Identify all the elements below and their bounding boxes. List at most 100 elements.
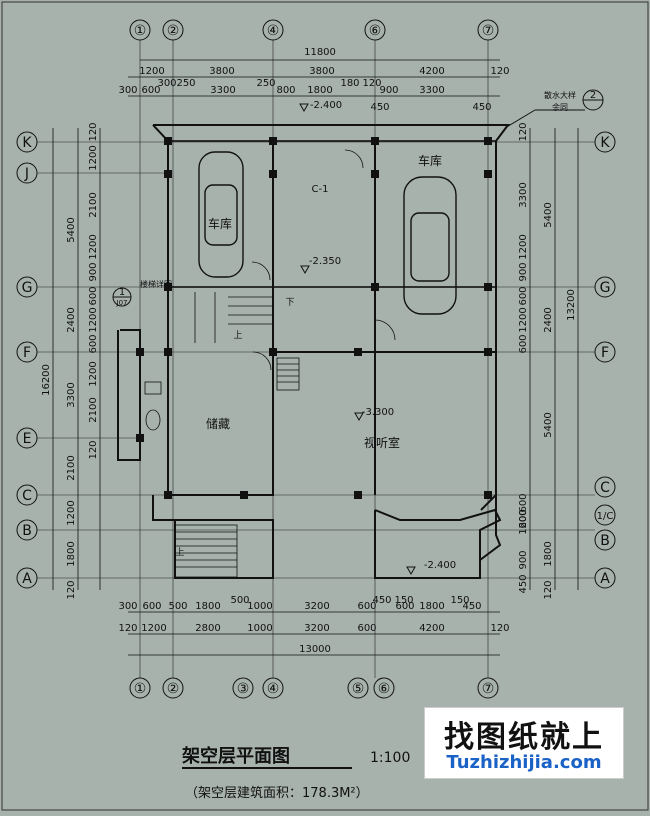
door-swings — [251, 149, 396, 371]
dim-right-inner-1: 3300 — [518, 182, 529, 207]
label-up-2: 上 — [175, 547, 184, 558]
axis-top-6: ⑥ — [369, 23, 382, 39]
level-top: -2.400 — [310, 100, 342, 111]
dim-top-r2-4: 120 — [490, 66, 509, 77]
dim-left-outer-5: 1800 — [66, 541, 77, 566]
note-top-right: 散水大样 余同 2 — [504, 89, 604, 129]
dim-bot-r1-8: 450 — [372, 595, 391, 606]
dim-top-r2-3: 4200 — [419, 66, 444, 77]
room-av: 视听室 — [364, 435, 400, 450]
dim-right-inner-5: 1200 — [518, 307, 529, 332]
dim-bot-r1-3: 1800 — [195, 601, 220, 612]
dim-top-total: 11800 — [304, 47, 336, 58]
dim-bot-r1-4: 500 — [230, 595, 249, 606]
dim-bot-r1-11: 1800 — [419, 601, 444, 612]
axis-bottom-1: ① — [134, 681, 147, 697]
dim-right-outer-2: 5400 — [543, 412, 554, 437]
dim-left-inner-8: 1200 — [88, 361, 99, 386]
car-right-icon — [403, 176, 457, 315]
dim-bot-r1-10: 600 — [395, 601, 414, 612]
dim-left-inner-1: 1200 — [88, 145, 99, 170]
columns — [136, 137, 492, 499]
stairs-lower — [174, 524, 238, 578]
stairs-middle — [276, 357, 300, 391]
level-markers — [299, 103, 416, 576]
dim-left-inner-2: 2100 — [88, 192, 99, 217]
axis-top-2: ② — [167, 23, 180, 39]
axis-bubbles-bottom — [129, 677, 499, 699]
dim-left-outer-1: 2400 — [66, 307, 77, 332]
detail-ref-sheet: J07 — [116, 299, 128, 307]
label-up: 上 — [233, 330, 242, 341]
dim-top-r3-12: 450 — [472, 102, 491, 113]
dim-lines-right — [529, 128, 579, 590]
dim-bot-r2-7: 120 — [490, 623, 509, 634]
room-garage-left: 车库 — [208, 216, 232, 231]
axis-lines — [37, 40, 595, 678]
axis-bottom-5: ⑤ — [352, 681, 365, 697]
dim-right-inner-7: 600 — [518, 493, 529, 512]
dim-left-inner-7: 600 — [88, 334, 99, 353]
axis-left-C: C — [22, 488, 32, 504]
axis-right-B: B — [600, 533, 610, 549]
dim-bot-r1-5: 1000 — [247, 601, 272, 612]
detail-ref-bubble: 1 J07 — [112, 287, 132, 307]
dim-bot-r1-9: 150 — [394, 595, 413, 606]
door-label: C-1 — [312, 184, 329, 195]
axis-left-K: K — [22, 135, 32, 151]
dim-right-inner-6: 600 — [518, 334, 529, 353]
toilet-icon — [144, 381, 162, 431]
dim-left-total: 16200 — [41, 364, 52, 396]
axis-right-A: A — [600, 571, 610, 587]
dim-bot-r1-6: 3200 — [304, 601, 329, 612]
dim-left-inner-5: 600 — [88, 286, 99, 305]
dim-top-r2-1: 3800 — [209, 66, 234, 77]
axis-top-7: ⑦ — [482, 23, 495, 39]
axis-right-F: F — [601, 345, 609, 361]
axis-top-4: ④ — [267, 23, 280, 39]
dim-lines-bottom — [128, 611, 500, 656]
axis-bottom-3: ③ — [237, 681, 250, 697]
level-bottom: -2.400 — [424, 560, 456, 571]
dim-bot-r2-6: 4200 — [419, 623, 444, 634]
dim-left-inner-4: 900 — [88, 262, 99, 281]
drawing-title: 架空层平面图 — [182, 745, 290, 767]
axis-bottom-6: ⑥ — [378, 681, 391, 697]
level-garage: -2.350 — [309, 256, 341, 267]
dim-bot-r1-1: 600 — [142, 601, 161, 612]
dim-left-outer-4: 1200 — [66, 500, 77, 525]
axis-left-J: J — [24, 166, 29, 182]
stairs-upper — [194, 292, 272, 343]
dim-top-r3-13: 450 — [370, 102, 389, 113]
dim-right-inner-11: 1800 — [543, 541, 554, 566]
room-storage: 储藏 — [206, 416, 230, 431]
dim-right-inner-0: 120 — [518, 122, 529, 141]
stair-note: 楼梯详图 — [140, 279, 172, 289]
note-ref-num: 2 — [590, 90, 596, 101]
dim-right-outer-3: 13200 — [566, 289, 577, 321]
car-left-icon — [198, 151, 244, 278]
axis-left-A: A — [22, 571, 32, 587]
dim-right-inner-10: 900 — [518, 550, 529, 569]
dim-bot-r2-4: 3200 — [304, 623, 329, 634]
dim-left-inner-6: 1200 — [88, 307, 99, 332]
dim-left-inner-10: 120 — [88, 440, 99, 459]
dim-right-inner-2: 1200 — [518, 234, 529, 259]
axis-right-C: C — [600, 480, 610, 496]
watermark-box: 找图纸就上 Tuzhizhijia.com — [424, 707, 624, 779]
axis-right-1C: 1/C — [597, 511, 614, 522]
dim-top-r3-2: 300 — [157, 78, 176, 89]
axis-bottom-2: ② — [167, 681, 180, 697]
dim-top-r2-2: 3800 — [309, 66, 334, 77]
dim-right-inner-3: 900 — [518, 262, 529, 281]
dim-bot-r1-12: 150 — [450, 595, 469, 606]
axis-left-B: B — [22, 523, 32, 539]
dim-bot-r1-7: 600 — [357, 601, 376, 612]
dim-right-inner-8: 600 — [518, 509, 529, 528]
level-av: -3.300 — [362, 407, 394, 418]
dim-left-inner-3: 1200 — [88, 234, 99, 259]
dim-right-outer-1: 2400 — [543, 307, 554, 332]
dim-bot-total: 13000 — [299, 644, 331, 655]
